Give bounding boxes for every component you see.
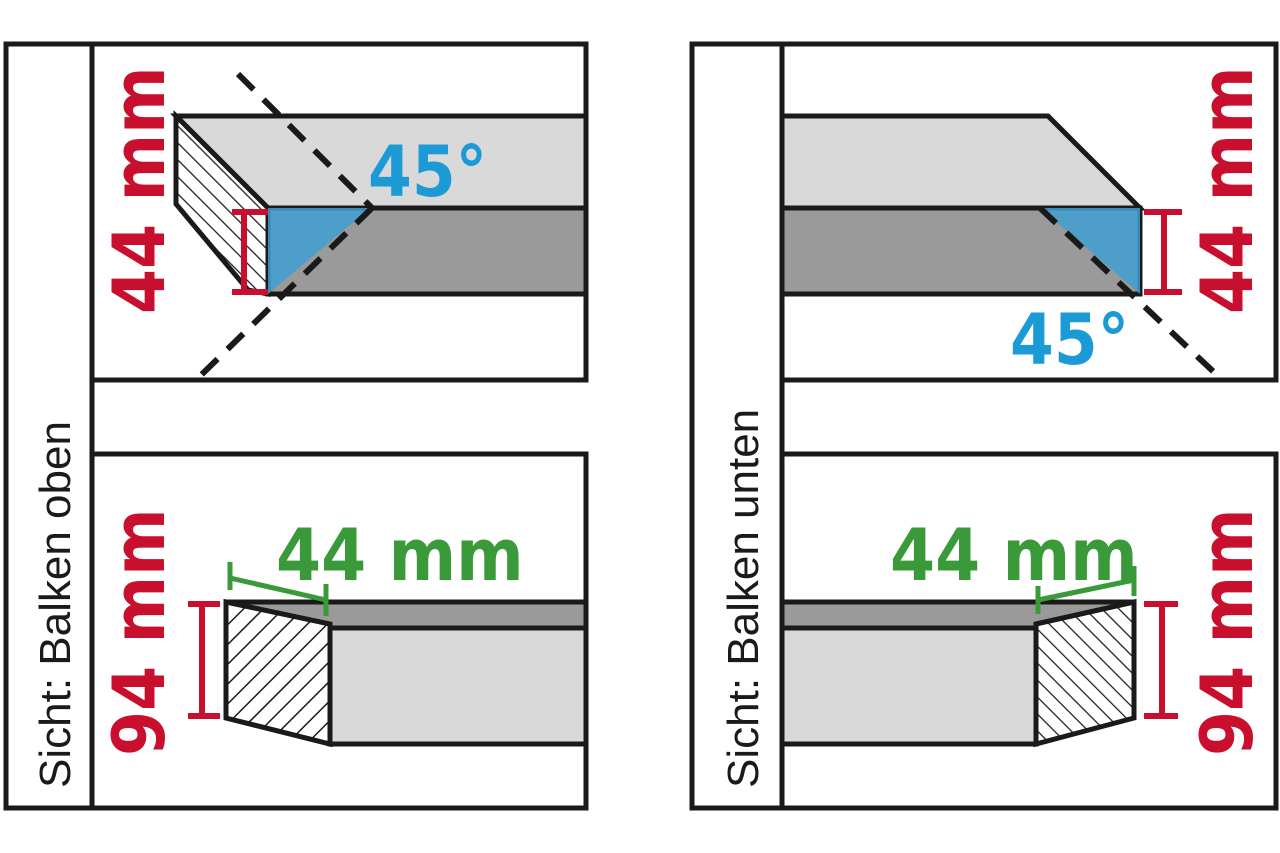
left-width-label: 44 mm: [276, 513, 524, 597]
left-cut-line-upper: [235, 71, 375, 211]
right-side-label: Sicht: Balken unten: [719, 409, 768, 788]
right-beam-front-face: [779, 625, 1039, 747]
left-panel: Sicht: Balken oben 44 mm 45°: [3, 41, 589, 811]
left-angle-label: 45°: [368, 131, 487, 213]
left-side-label: Sicht: Balken oben: [31, 421, 80, 788]
left-cut-line-lower: [193, 205, 375, 383]
right-panel: Sicht: Balken unten 44 mm 45° 44 mm: [689, 41, 1279, 811]
right-width-bracket: [1035, 566, 1137, 614]
left-angle-marker: [268, 208, 370, 294]
right-angle-label: 45°: [1010, 299, 1129, 381]
left-width-bracket: [227, 562, 329, 616]
right-top-dimension-label: 44 mm: [1185, 66, 1269, 314]
left-beam-end-section: [223, 598, 333, 748]
right-cut-line: [1037, 205, 1221, 379]
left-side-label-strip: [3, 41, 95, 811]
right-height-label: 94 mm: [1185, 508, 1269, 756]
left-height-label: 94 mm: [97, 508, 181, 756]
right-top-dimension-bracket: [1144, 209, 1182, 295]
left-top-dimension-label: 44 mm: [97, 66, 181, 314]
right-angle-marker: [1040, 208, 1140, 294]
right-beam-end-section: [1033, 598, 1137, 748]
right-width-label: 44 mm: [890, 513, 1138, 597]
right-side-label-strip: [689, 41, 785, 811]
left-top-dimension-bracket: [232, 209, 268, 295]
left-height-bracket: [188, 601, 220, 719]
left-beam-front-face: [327, 625, 589, 747]
right-height-bracket: [1144, 601, 1178, 719]
